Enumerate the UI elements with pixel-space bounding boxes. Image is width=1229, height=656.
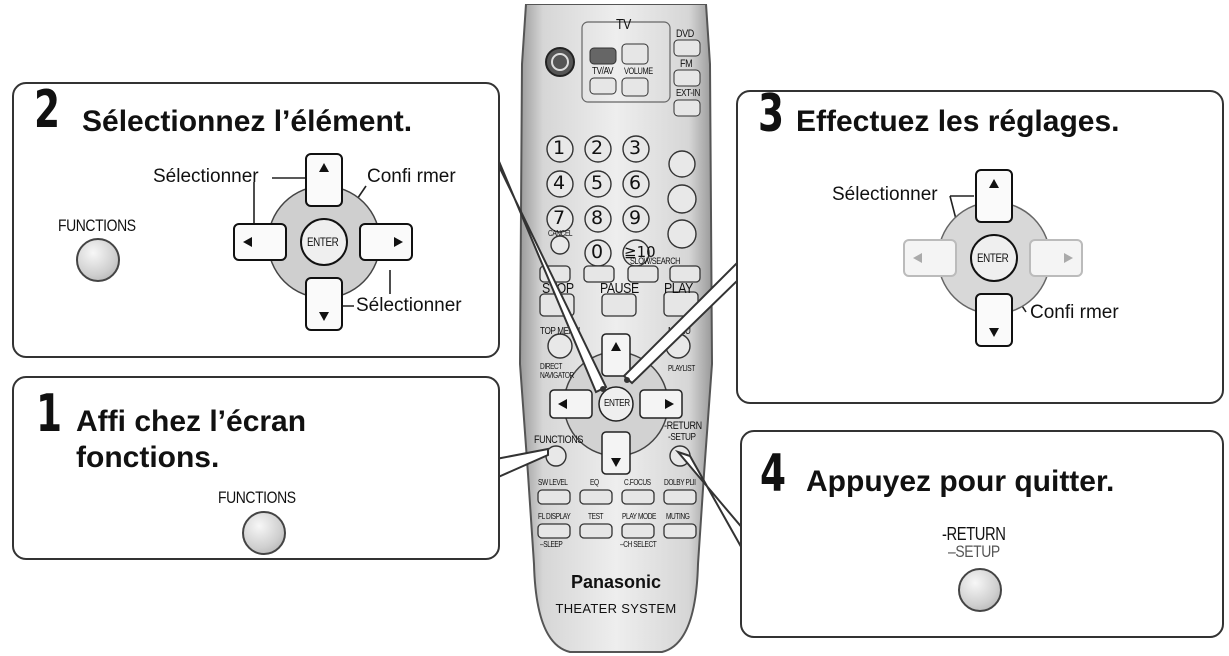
step2-dpad-buttons xyxy=(233,153,413,331)
remote-pause-label: PAUSE xyxy=(600,280,639,297)
remote-sleep-label: –SLEEP xyxy=(540,540,563,549)
step4-return-label: -RETURN xyxy=(942,524,1006,544)
remote-number-8[interactable]: 8 xyxy=(591,207,604,229)
remote-row1-label-2: EQ xyxy=(590,478,599,487)
step1-line2: fonctions. xyxy=(76,441,220,474)
remote-row1-label-1: SW LEVEL xyxy=(538,478,568,487)
remote-enter-label[interactable]: ENTER xyxy=(604,398,630,409)
remote-top-menu-label: TOP MENU xyxy=(540,326,580,337)
remote-menu-label: MENU xyxy=(668,326,691,337)
remote-setup-label: -SETUP xyxy=(668,432,696,443)
step2-select-label-top: Sélectionner xyxy=(153,166,259,187)
remote-volume-label: VOLUME xyxy=(624,66,653,76)
remote-row1-label-3: C.FOCUS xyxy=(624,478,651,487)
step2-functions-button[interactable] xyxy=(76,238,120,282)
remote-tv-label: TV xyxy=(616,16,631,33)
remote-row2-label-1: FL DISPLAY xyxy=(538,512,571,521)
step3-title: Effectuez les réglages. xyxy=(796,105,1120,138)
step1-functions-label: FUNCTIONS xyxy=(218,488,296,507)
step4-panel: 4 Appuyez pour quitter. -RETURN –SETUP xyxy=(740,430,1224,638)
remote-number-10plus[interactable]: ≧10 xyxy=(624,243,656,261)
remote-model: THEATER SYSTEM xyxy=(555,601,677,616)
step1-functions-button[interactable] xyxy=(242,511,286,555)
step2-down-arrow-icon xyxy=(319,312,329,321)
remote-number-9[interactable]: 9 xyxy=(629,207,642,229)
step1-line1: Affi chez l’écran xyxy=(76,405,307,438)
remote-number-3[interactable]: 3 xyxy=(629,137,642,159)
remote-brand: Panasonic xyxy=(570,572,662,592)
remote-slow-search-label: SLOW/SEARCH xyxy=(630,256,681,266)
step2-dpad xyxy=(233,153,413,331)
step4-return-button[interactable] xyxy=(958,568,1002,612)
step2-panel: 2 Sélectionnez l’élément. FUNCTIONS Séle… xyxy=(12,80,500,358)
step2-enter-label[interactable]: ENTER xyxy=(307,235,339,249)
step1-number: 1 xyxy=(36,384,63,444)
step3-enter-label[interactable]: ENTER xyxy=(977,251,1009,265)
remote-direct-navigator-label: DIRECT NAVIGATOR xyxy=(540,362,574,380)
step3-number: 3 xyxy=(758,84,785,144)
remote-stop-label: STOP xyxy=(542,280,574,297)
remote-row2-label-3: PLAY MODE xyxy=(622,512,656,521)
step4-number: 4 xyxy=(760,444,787,504)
step2-select-label-bottom: Sélectionner xyxy=(356,295,462,316)
step1-panel: 1 Affi chez l’écran fonctions. FUNCTIONS xyxy=(12,376,500,560)
step3-down-arrow-icon xyxy=(989,328,999,337)
remote-number-0[interactable]: 0 xyxy=(591,241,604,263)
remote-fm-label: FM xyxy=(680,58,693,70)
remote-cancel-label: CANCEL xyxy=(548,229,573,238)
step3-right-arrow-icon xyxy=(1064,253,1073,263)
step2-functions-label: FUNCTIONS xyxy=(58,216,136,235)
remote-number-5[interactable]: 5 xyxy=(591,172,604,194)
remote-functions-label: FUNCTIONS xyxy=(534,434,583,446)
step3-panel: 3 Effectuez les réglages. Sélectionner C… xyxy=(736,84,1224,404)
step2-right-arrow-icon xyxy=(394,237,403,247)
step2-up-arrow-icon xyxy=(319,163,329,172)
step3-confirm-label: Confi rmer xyxy=(1030,302,1119,323)
step4-setup-label: –SETUP xyxy=(948,542,1000,561)
remote-control: TV DVD FM EXT-IN TV/AV VOLUME 1 2 3 4 5 … xyxy=(512,4,720,654)
remote-number-6[interactable]: 6 xyxy=(629,172,642,194)
remote-playlist-label: PLAYLIST xyxy=(668,364,695,373)
remote-number-4[interactable]: 4 xyxy=(553,172,566,194)
remote-return-label: -RETURN xyxy=(664,420,702,432)
remote-ext-in-label: EXT-IN xyxy=(676,88,700,99)
remote-play-label: PLAY xyxy=(664,280,693,297)
remote-number-2[interactable]: 2 xyxy=(591,137,604,159)
remote-row2-label-2: TEST xyxy=(588,512,604,521)
step3-select-label: Sélectionner xyxy=(832,184,938,205)
step3-left-arrow-icon xyxy=(913,253,922,263)
step2-left-arrow-icon xyxy=(243,237,252,247)
remote-dvd-label: DVD xyxy=(676,28,694,40)
remote-ch-select-label: –CH SELECT xyxy=(620,540,657,549)
remote-number-1[interactable]: 1 xyxy=(553,137,566,159)
step4-title: Appuyez pour quitter. xyxy=(806,465,1115,498)
remote-row1-label-4: DOLBY PLII xyxy=(664,478,696,487)
step2-number: 2 xyxy=(34,80,61,140)
step3-dpad xyxy=(903,169,1083,347)
step2-title: Sélectionnez l’élément. xyxy=(82,105,413,138)
step3-up-arrow-icon xyxy=(989,179,999,188)
remote-number-7[interactable]: 7 xyxy=(553,207,566,229)
step2-confirm-label: Confi rmer xyxy=(367,166,456,187)
remote-tv-av-label: TV/AV xyxy=(592,66,614,77)
remote-row2-label-4: MUTING xyxy=(666,512,690,521)
